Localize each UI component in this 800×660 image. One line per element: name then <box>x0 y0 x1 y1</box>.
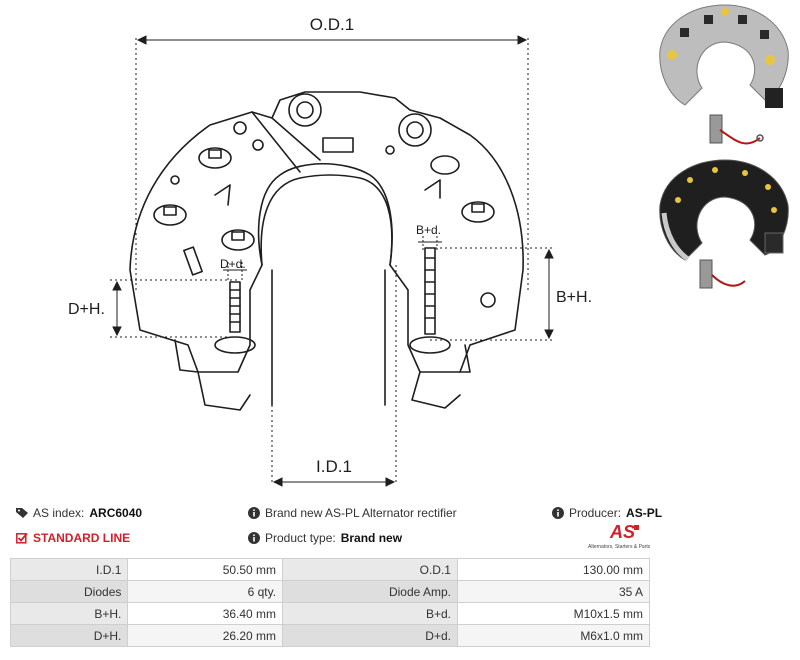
tag-icon <box>16 508 28 518</box>
product-type-row: Product type: Brand new <box>248 531 402 545</box>
as-index-value: ARC6040 <box>89 506 143 520</box>
spec-value: M10x1.5 mm <box>456 602 651 625</box>
description-text: Brand new AS-PL Alternator rectifier <box>265 506 457 520</box>
producer-label: Producer: <box>569 506 622 520</box>
product-type-value: Brand new <box>340 531 403 545</box>
spec-key: B+H. <box>9 602 129 625</box>
spec-value: M6x1.0 mm <box>456 624 651 647</box>
spec-value: 130.00 mm <box>456 558 651 581</box>
as-pl-logo: AS Alternators, Starters & Parts <box>588 522 651 550</box>
logo-subtitle: Alternators, Starters & Parts <box>588 544 651 550</box>
spec-value: 35 A <box>456 580 651 603</box>
id-label: I.D.1 <box>316 457 352 476</box>
standard-line-label: STANDARD LINE <box>33 531 131 545</box>
spec-value: 36.40 mm <box>127 602 284 625</box>
bd-label: B+d. <box>416 223 441 237</box>
od-label: O.D.1 <box>310 15 354 34</box>
info-icon <box>248 507 260 519</box>
spec-value: 26.20 mm <box>127 624 284 647</box>
producer-row: Producer: AS-PL <box>552 506 662 520</box>
as-index-row: AS index: ARC6040 <box>16 506 142 520</box>
logo-text: AS <box>609 522 635 542</box>
product-photos <box>659 4 789 289</box>
product-photo-top <box>659 4 789 145</box>
spec-key: O.D.1 <box>282 558 458 581</box>
product-type-label: Product type: <box>265 531 336 545</box>
spec-key: D+H. <box>9 624 129 647</box>
dh-label: D+H. <box>68 301 105 318</box>
bh-label: B+H. <box>556 289 592 306</box>
dd-label: D+d. <box>220 257 246 271</box>
product-photo-bottom <box>659 159 789 289</box>
as-index-label: AS index: <box>33 506 85 520</box>
rectifier-outline <box>129 91 524 373</box>
producer-value: AS-PL <box>626 506 663 520</box>
description-row: Brand new AS-PL Alternator rectifier <box>248 506 457 520</box>
spec-key: B+d. <box>282 602 458 625</box>
spec-key: Diode Amp. <box>282 580 458 603</box>
checkbox-checked-icon <box>16 532 28 544</box>
spec-key: I.D.1 <box>9 558 129 581</box>
standard-line-row: STANDARD LINE <box>16 531 130 545</box>
spec-key: D+d. <box>282 624 458 647</box>
technical-drawing: O.D.1 I.D.1 D+H. B+H. D+d. B+d. <box>68 15 592 487</box>
spec-key: Diodes <box>9 580 129 603</box>
info-icon <box>552 507 564 519</box>
spec-value: 6 qty. <box>127 580 284 603</box>
info-icon <box>248 532 260 544</box>
spec-value: 50.50 mm <box>127 558 284 581</box>
